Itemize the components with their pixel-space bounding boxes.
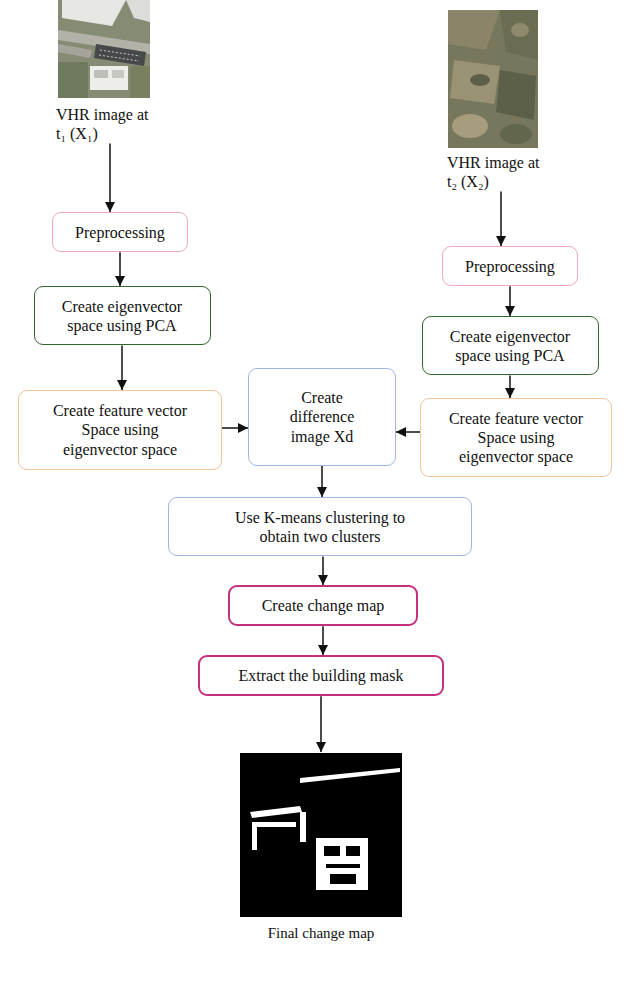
box-label: Preprocessing xyxy=(75,223,165,242)
change-area xyxy=(252,822,296,827)
image-caption: VHR image at t₁ (X₁) xyxy=(56,105,156,143)
box-label: Create eigenvector space using PCA xyxy=(47,297,197,335)
building-detail xyxy=(346,846,360,856)
box-label: Create eigenvector space using PCA xyxy=(435,327,585,365)
image-area xyxy=(447,9,555,153)
process-box: Preprocessing xyxy=(52,212,188,252)
image-node: Final change map xyxy=(230,752,412,942)
image-caption: Final change map xyxy=(230,924,412,942)
image-area xyxy=(230,752,412,924)
process-box: Extract the building mask xyxy=(198,655,444,696)
box-label: Create change map xyxy=(262,596,385,615)
changed-building xyxy=(316,838,368,890)
box-label: Extract the building mask xyxy=(239,666,404,685)
field xyxy=(496,70,536,120)
image-node: VHR image at t₂ (X₂) xyxy=(447,9,555,191)
box-label: Create feature vector Space using eigenv… xyxy=(43,401,197,459)
parking-lot xyxy=(94,44,146,66)
flow-arrow xyxy=(322,556,324,585)
flow-arrow xyxy=(509,286,511,316)
flow-arrow xyxy=(509,375,511,398)
roof-detail xyxy=(94,70,108,78)
image-caption: VHR image at t₂ (X₂) xyxy=(447,153,547,191)
building-roof xyxy=(90,66,128,90)
satellite-image-t1 xyxy=(58,0,150,98)
image-ground xyxy=(58,0,150,98)
box-label: Create feature vector Space using eigenv… xyxy=(439,409,593,467)
flow-arrow xyxy=(396,431,420,433)
vegetation xyxy=(130,66,150,98)
field xyxy=(448,10,500,50)
process-box: Preprocessing xyxy=(442,246,578,286)
flow-arrow xyxy=(222,427,248,429)
flow-arrow xyxy=(320,696,322,752)
building-detail xyxy=(326,864,360,868)
satellite-image-t2 xyxy=(448,10,538,148)
process-box: Create feature vector Space using eigenv… xyxy=(18,390,222,470)
vegetation xyxy=(58,62,88,98)
bare-soil xyxy=(511,23,529,37)
road xyxy=(58,44,92,58)
process-box: Create change map xyxy=(228,585,418,626)
process-box: Create feature vector Space using eigenv… xyxy=(420,398,612,477)
building-detail xyxy=(324,846,340,856)
map-ground xyxy=(240,753,402,917)
flow-arrow xyxy=(500,191,502,246)
roof-detail xyxy=(112,70,124,78)
process-box: Create difference image Xd xyxy=(248,368,396,466)
change-area xyxy=(250,806,302,818)
image-ground xyxy=(448,10,538,148)
flow-arrow xyxy=(119,252,121,286)
parking-lines xyxy=(100,50,140,56)
image-area xyxy=(56,1,164,105)
box-label: Preprocessing xyxy=(465,257,555,276)
change-map-image xyxy=(240,753,402,917)
box-label: Create difference image Xd xyxy=(276,388,368,446)
vegetation xyxy=(500,124,532,144)
vegetation xyxy=(470,74,490,86)
flow-arrow xyxy=(321,466,323,497)
image-node: VHR image at t₁ (X₁) xyxy=(56,1,164,143)
building-detail xyxy=(330,874,356,884)
field xyxy=(450,60,500,104)
change-area xyxy=(300,812,306,842)
field xyxy=(500,10,538,60)
building-roof xyxy=(126,0,150,22)
process-box: Use K-means clustering to obtain two clu… xyxy=(168,497,472,556)
bare-soil xyxy=(452,114,488,138)
box-label: Use K-means clustering to obtain two clu… xyxy=(215,508,425,546)
flow-arrow xyxy=(109,143,111,212)
building-roof xyxy=(62,0,126,26)
process-box: Create eigenvector space using PCA xyxy=(422,316,599,375)
flow-arrow xyxy=(322,626,324,655)
parking-lines xyxy=(99,55,139,61)
change-area xyxy=(300,768,400,783)
process-box: Create eigenvector space using PCA xyxy=(34,286,211,345)
flow-arrow xyxy=(121,345,123,390)
change-area xyxy=(252,822,257,850)
